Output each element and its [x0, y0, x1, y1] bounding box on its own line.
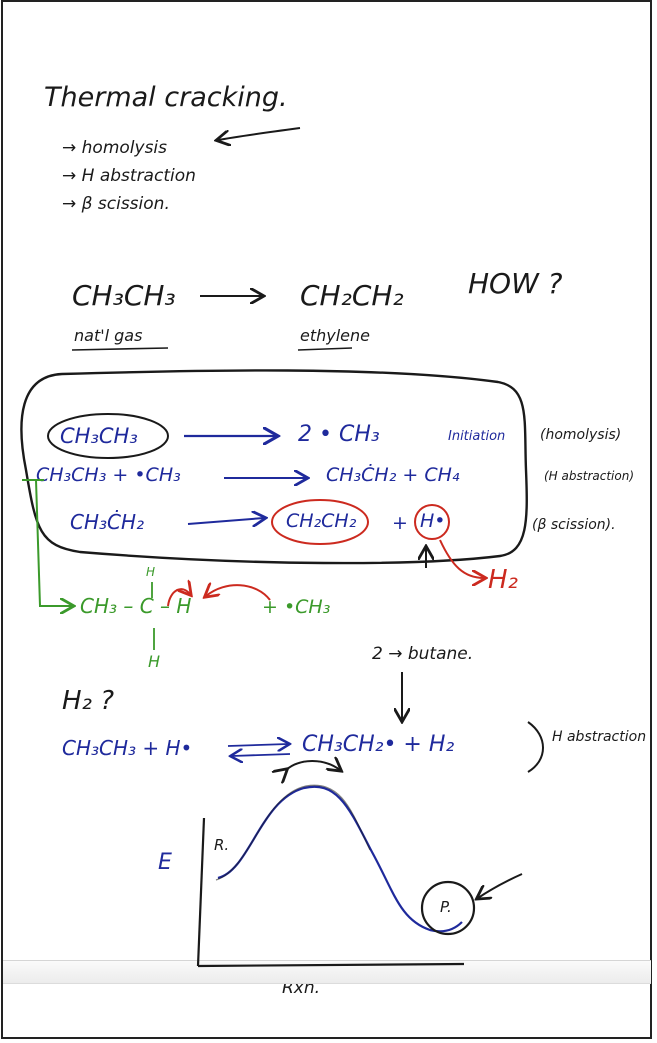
- step3-product-ethylene: CH₂CH₂: [286, 510, 357, 532]
- step1-tag: Initiation: [448, 429, 506, 444]
- overall-reactant: CH₃CH₃: [72, 279, 176, 312]
- red-curved-arrow-1: [167, 589, 190, 607]
- step3-label: (β scission).: [532, 517, 616, 533]
- mechanism-box: [20, 369, 528, 565]
- butane-note: 2 → butane.: [372, 644, 474, 664]
- product-well-circle: [420, 880, 476, 936]
- equilibrium-right: CH₃CH₂• + H₂: [302, 732, 455, 757]
- product-label: ethylene: [300, 326, 370, 345]
- green-bracket-arrow: [35, 479, 72, 606]
- equilibrium-left: CH₃CH₃ + H•: [62, 736, 193, 760]
- step1-label: (homolysis): [540, 427, 622, 443]
- diagram-y-axis: [196, 817, 206, 967]
- equilibrium-forward-arrow: [227, 744, 288, 746]
- homolysis-pointer-arrow: [218, 127, 301, 140]
- list-item-beta-scission: → β scission.: [62, 194, 170, 214]
- green-structure-top-h: H: [146, 565, 156, 579]
- h2-question: H₂ ?: [62, 686, 115, 716]
- reactant-label-underline: [71, 347, 169, 351]
- h-radical-to-h2-arrow: [439, 539, 484, 578]
- green-structure-bottom-h: H: [148, 652, 161, 671]
- step2-label: (H abstraction): [544, 469, 634, 483]
- step3-plus: +: [392, 512, 408, 534]
- reactant-marker: R.: [214, 836, 230, 854]
- step2-reactant: CH₃CH₃ + •CH₃: [36, 464, 181, 486]
- equilibrium-reverse-arrow: [232, 754, 291, 756]
- ethylene-circle: [271, 499, 369, 545]
- equilibrium-bracket: [527, 721, 544, 773]
- transition-state-double-arrow: [286, 761, 340, 770]
- step1-product: 2 • CH₃: [298, 422, 380, 447]
- diagram-y-label: E: [158, 850, 172, 875]
- step3-reactant: CH₃ĊH₂: [70, 510, 145, 534]
- equilibrium-label: H abstraction: [552, 729, 647, 745]
- diagram-x-axis: [197, 962, 465, 968]
- step1-reactant-circle: [47, 413, 169, 459]
- step3-arrow: [187, 518, 264, 524]
- product-well-pointer-arrow: [478, 873, 523, 898]
- how-question: HOW ?: [468, 267, 563, 300]
- list-item-h-abstraction: → H abstraction: [62, 166, 196, 186]
- step3-product-h-radical: H•: [420, 510, 446, 532]
- step2-product: CH₃ĊH₂ + CH₄: [326, 464, 460, 486]
- reactant-label: nat'l gas: [74, 326, 143, 345]
- product-marker: P.: [440, 898, 452, 916]
- green-structure-left: CH₃ – C – H: [80, 594, 192, 618]
- energy-curve-overlay: [215, 784, 371, 881]
- green-structure-right: + •CH₃: [262, 596, 331, 618]
- product-label-underline: [297, 347, 353, 351]
- energy-curve: [217, 785, 463, 933]
- red-curved-arrow-2: [206, 585, 271, 601]
- h2-product: H₂: [488, 565, 518, 595]
- overall-product: CH₂CH₂: [300, 279, 404, 312]
- note-title: Thermal cracking.: [44, 82, 288, 113]
- step1-reactant: CH₃CH₃: [60, 424, 138, 448]
- list-item-homolysis: → homolysis: [62, 138, 168, 158]
- h-radical-circle: [414, 504, 450, 540]
